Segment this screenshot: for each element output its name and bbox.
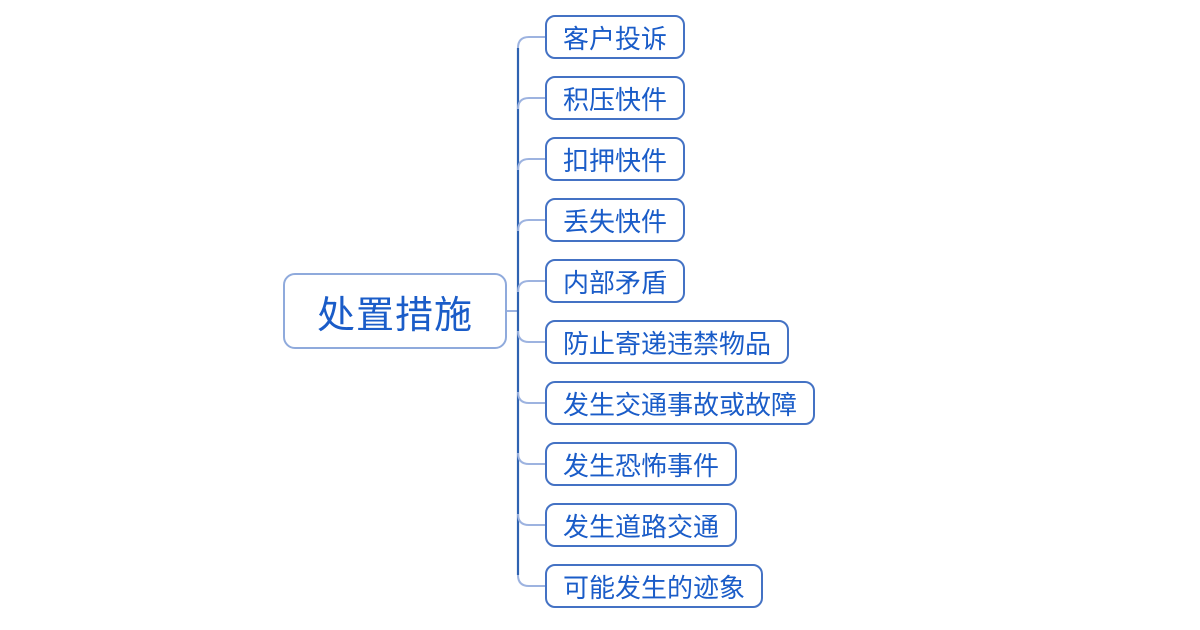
mindmap-child-node-3[interactable]: 扣押快件 xyxy=(545,137,686,181)
mindmap-child-node-1[interactable]: 客户投诉 xyxy=(545,15,686,59)
branch-connector-8 xyxy=(517,452,546,465)
mindmap-child-node-5[interactable]: 内部矛盾 xyxy=(545,259,686,303)
branch-connector-4 xyxy=(517,219,546,232)
mindmap-child-node-2[interactable]: 积压快件 xyxy=(545,76,686,120)
branch-connector-10 xyxy=(517,574,546,587)
mindmap-child-node-4[interactable]: 丢失快件 xyxy=(545,198,686,242)
mindmap-child-node-6[interactable]: 防止寄递违禁物品 xyxy=(545,320,790,364)
branch-connector-5 xyxy=(517,280,546,293)
branch-connector-2 xyxy=(517,97,546,110)
mindmap-child-node-7[interactable]: 发生交通事故或故障 xyxy=(545,381,816,425)
mindmap-child-node-10[interactable]: 可能发生的迹象 xyxy=(545,564,764,608)
branch-connector-9 xyxy=(517,513,546,526)
branch-connector-3 xyxy=(517,158,546,171)
mindmap-child-node-8[interactable]: 发生恐怖事件 xyxy=(545,442,738,486)
branch-connector-1 xyxy=(517,36,546,49)
branch-connector-6 xyxy=(517,330,546,343)
mindmap-root-node[interactable]: 处置措施 xyxy=(283,273,507,349)
mindmap-child-node-9[interactable]: 发生道路交通 xyxy=(545,503,738,547)
branch-connector-7 xyxy=(517,391,546,404)
